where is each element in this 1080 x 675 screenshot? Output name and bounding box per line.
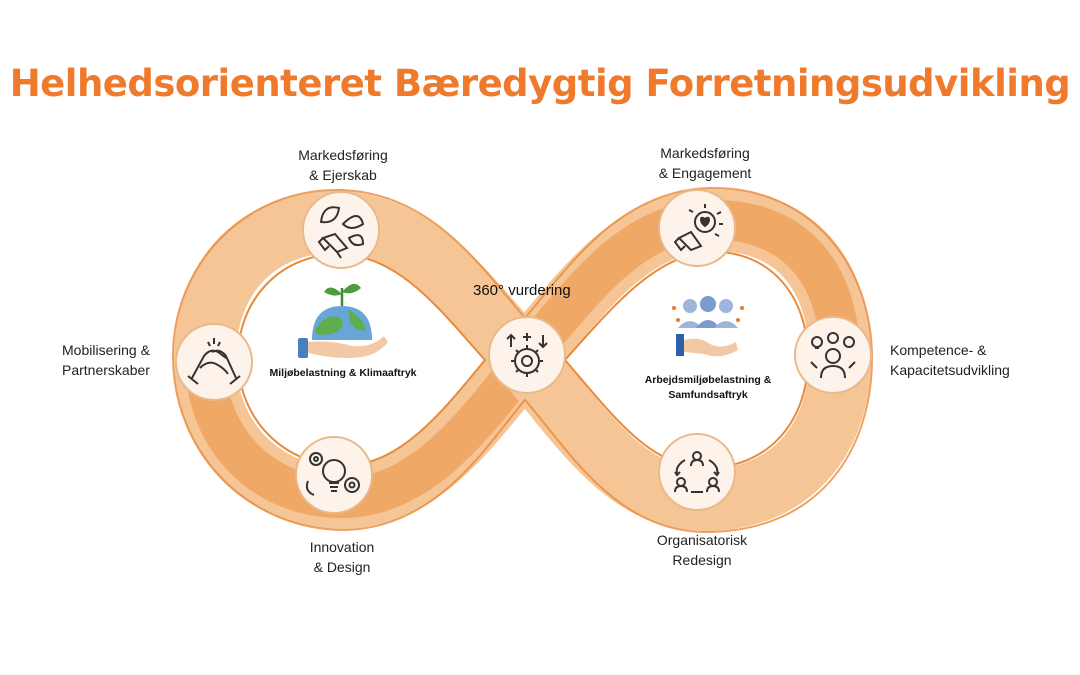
page-title: Helhedsorienteret Bæredygtig Forretnings… [9, 62, 1071, 105]
left-loop-label: Miljøbelastning & Klimaaftryk [269, 367, 417, 379]
handshake-icon [187, 338, 241, 385]
right-loop-label: Arbejdsmiljøbelastning & Samfundsaftryk [644, 374, 772, 401]
node-marketing-engagement [658, 189, 736, 267]
hand-globe-plant-icon [298, 283, 388, 358]
label-mobilisation: Mobilisering & Partnerskaber [62, 342, 150, 378]
label-organisation: Organisatorisk Redesign [656, 532, 748, 568]
node-innovation [295, 436, 373, 514]
person-ideas-icon [810, 332, 856, 379]
node-hub [488, 316, 566, 394]
label-marketing-engagement: Markedsføring & Engagement [658, 145, 752, 181]
megaphone-heart-icon [673, 204, 723, 252]
band-edge-outer [171, 186, 874, 534]
node-mobilisation [175, 323, 253, 401]
label-competence: Kompetence- & Kapacitetsudvikling [890, 342, 1010, 378]
node-competence [794, 316, 872, 394]
hub-label: 360° vurdering [473, 282, 571, 299]
label-innovation: Innovation & Design [309, 539, 375, 575]
gear-arrows-icon [506, 333, 548, 377]
people-handshake-icon [672, 296, 744, 357]
node-marketing-ownership [302, 191, 380, 269]
label-marketing-ownership: Markedsføring & Ejerskab [298, 147, 388, 183]
lightbulb-gears-icon [305, 452, 360, 496]
people-cycle-icon [674, 451, 720, 493]
node-organisation [658, 433, 736, 511]
megaphone-leaves-icon [317, 206, 365, 259]
